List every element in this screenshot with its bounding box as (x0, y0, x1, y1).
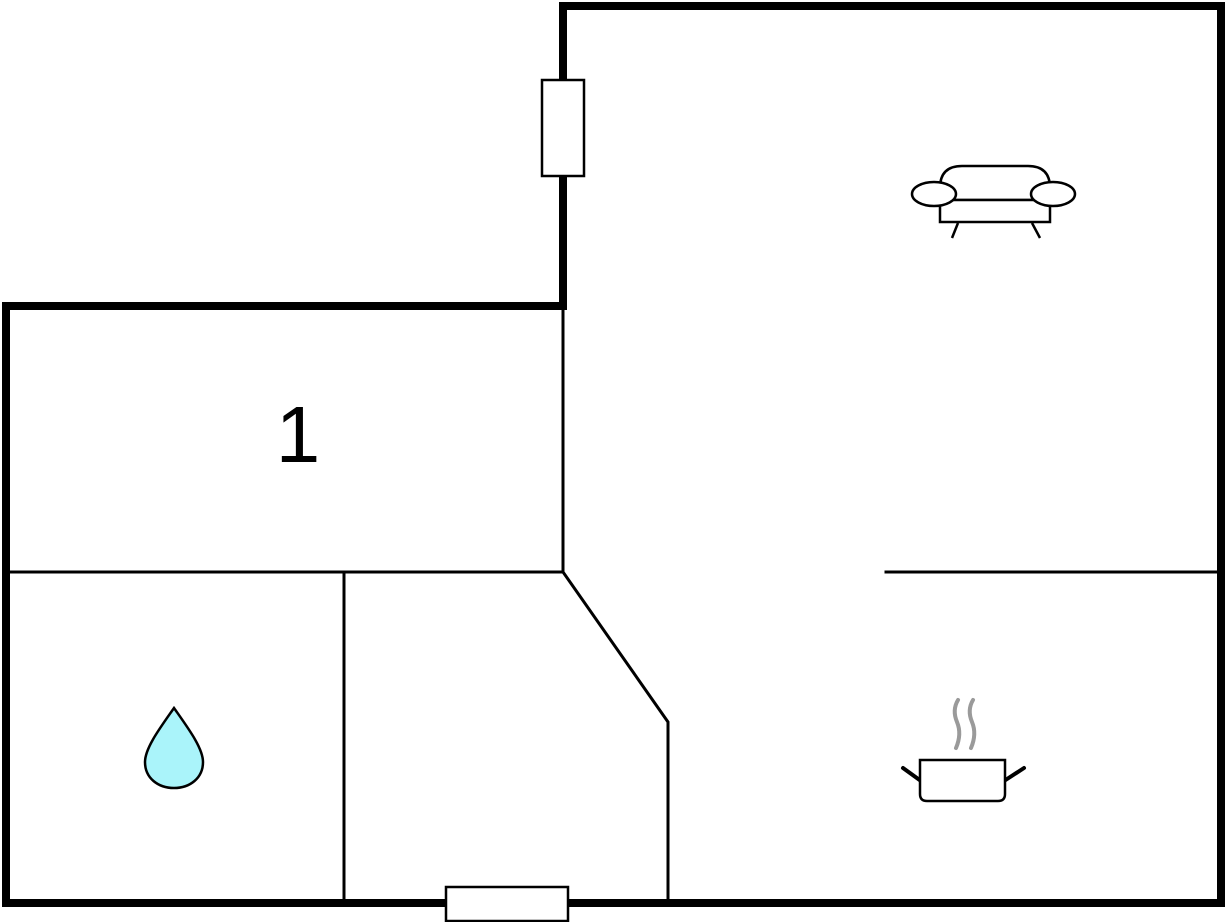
cooking-pot-icon (901, 698, 1026, 803)
room-label-bedroom: 1 (276, 390, 321, 479)
entrance-door (444, 885, 570, 922)
wall-hall-diagonal (560, 569, 670, 905)
sofa-icon (910, 164, 1077, 239)
window-left-wall (540, 78, 586, 178)
water-drop-icon (143, 705, 205, 790)
